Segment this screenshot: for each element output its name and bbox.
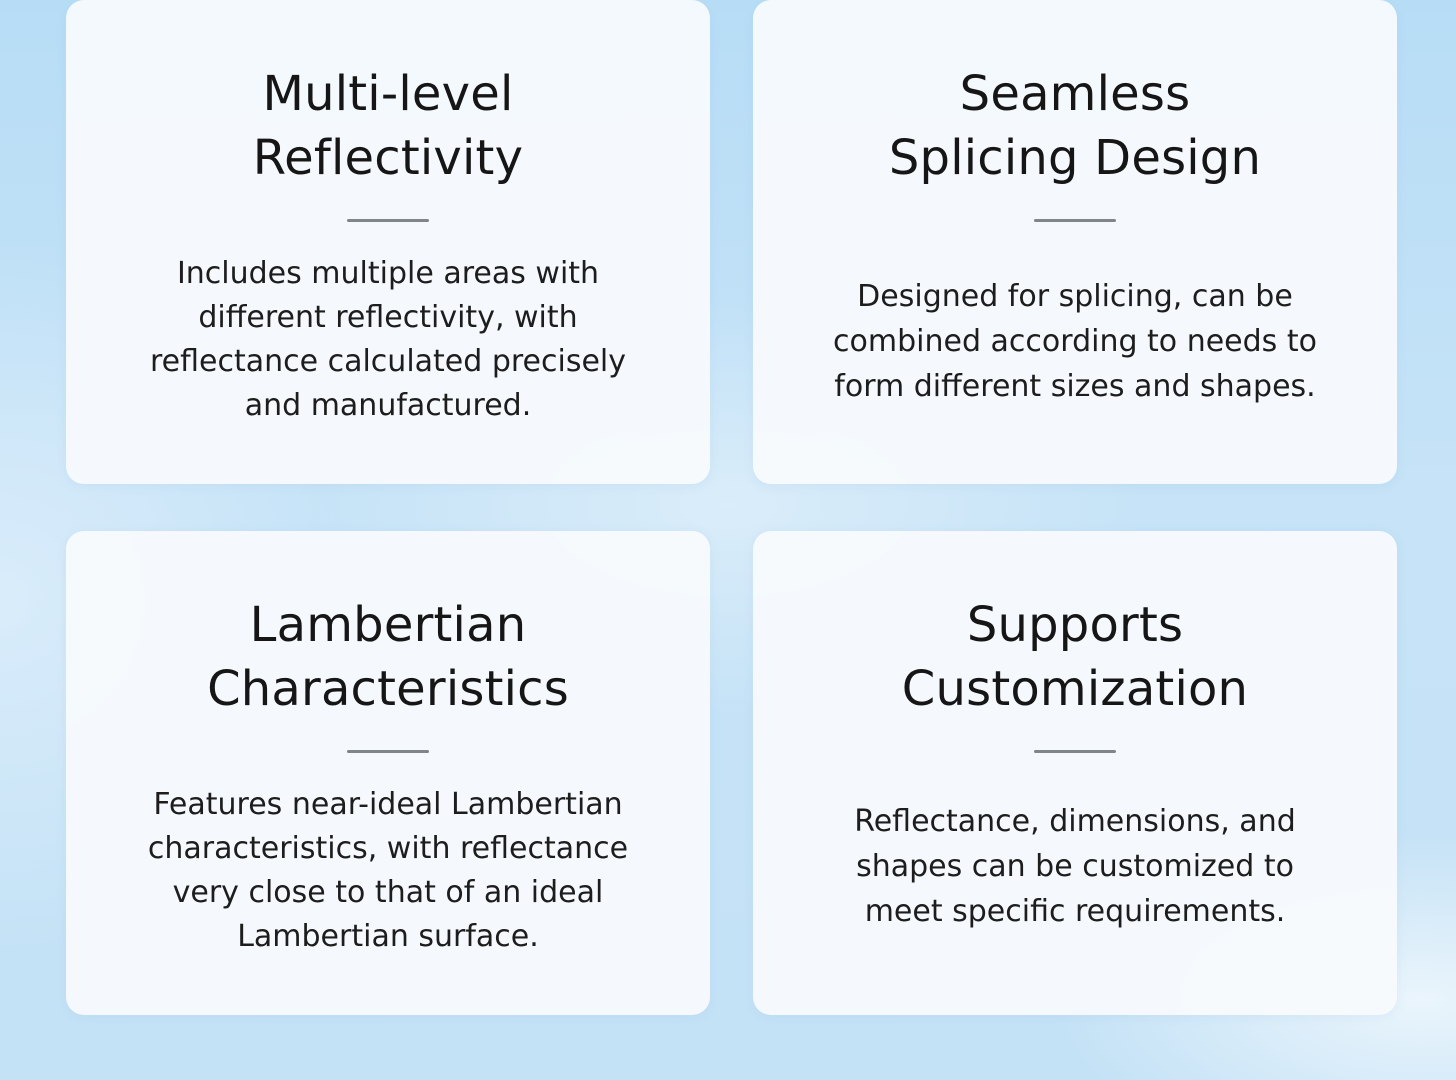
divider [1034, 219, 1116, 222]
card-description-line: Lambertian surface. [237, 919, 539, 954]
card-title-line: Characteristics [207, 661, 569, 717]
card-description-line: combined according to needs to [833, 324, 1317, 359]
card-description-line: Designed for splicing, can be [857, 279, 1293, 314]
card-title-line: Seamless [959, 66, 1191, 122]
divider [347, 219, 429, 222]
card-description-line: very close to that of an ideal [172, 875, 604, 910]
card-description: Features near-ideal Lambertian character… [106, 783, 670, 959]
card-description-line: characteristics, with reflectance [147, 831, 629, 866]
card-title-line: Customization [901, 661, 1249, 717]
card-title-line: Reflectivity [252, 130, 524, 186]
card-description-line: and manufactured. [244, 388, 532, 423]
card-description-line: Includes multiple areas with [176, 256, 600, 291]
card-description: Includes multiple areas with different r… [106, 252, 670, 428]
card-title: Supports Customization [753, 593, 1397, 721]
card-title: Seamless Splicing Design [753, 62, 1397, 190]
card-description-line: Reflectance, dimensions, and [854, 804, 1296, 839]
card-description-line: reflectance calculated precisely [149, 344, 627, 379]
card-description: Reflectance, dimensions, and shapes can … [793, 799, 1357, 934]
card-title-line: Supports [966, 597, 1184, 653]
card-description: Designed for splicing, can be combined a… [793, 274, 1357, 409]
card-description-line: form different sizes and shapes. [834, 369, 1316, 404]
card-title-line: Multi-level [262, 66, 514, 122]
card-description-line: shapes can be customized to [856, 849, 1294, 884]
feature-card-multi-level-reflectivity: Multi-level Reflectivity Includes multip… [66, 0, 710, 484]
card-description-line: Features near-ideal Lambertian [153, 787, 623, 822]
feature-card-supports-customization: Supports Customization Reflectance, dime… [753, 531, 1397, 1015]
feature-card-lambertian-characteristics: Lambertian Characteristics Features near… [66, 531, 710, 1015]
feature-card-seamless-splicing-design: Seamless Splicing Design Designed for sp… [753, 0, 1397, 484]
card-title-line: Lambertian [249, 597, 527, 653]
divider [1034, 750, 1116, 753]
card-description-line: meet specific requirements. [864, 894, 1286, 929]
card-description-line: different reflectivity, with [198, 300, 578, 335]
card-title-line: Splicing Design [888, 130, 1262, 186]
card-title: Multi-level Reflectivity [66, 62, 710, 190]
divider [347, 750, 429, 753]
card-title: Lambertian Characteristics [66, 593, 710, 721]
